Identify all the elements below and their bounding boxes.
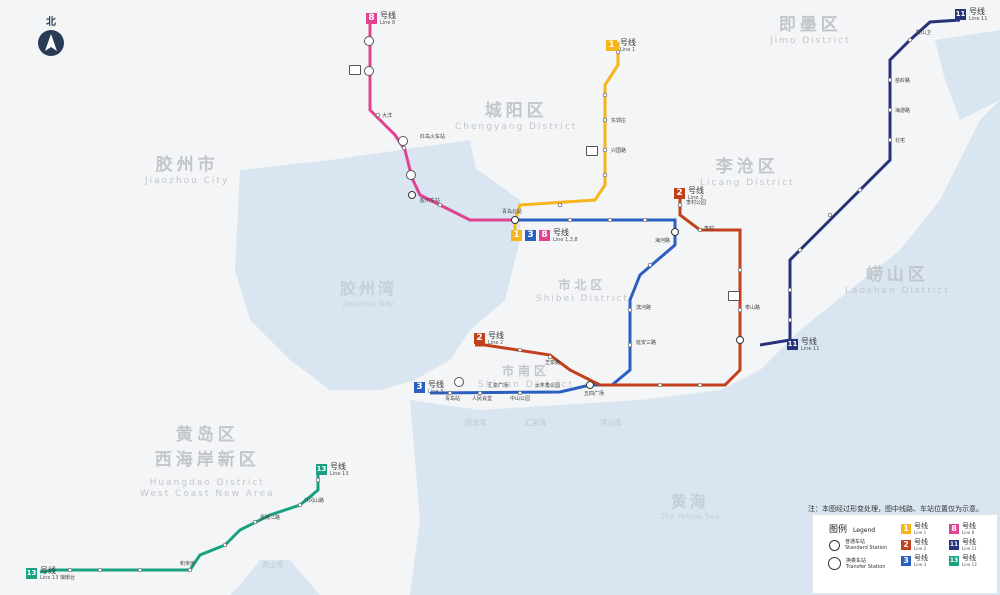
station-label: 东郭庄	[611, 118, 627, 124]
station-label: 井冈山路	[304, 498, 325, 504]
compass: 北	[38, 13, 64, 56]
station-label: 汇泉广场	[488, 383, 509, 389]
station-label: 滨河路	[636, 305, 652, 311]
depot-icon	[728, 291, 740, 301]
station-label: 中山公园	[510, 396, 531, 402]
north-arrow-icon	[38, 30, 64, 56]
station-label: 海河路	[655, 238, 671, 244]
railway-station-icon	[454, 377, 464, 387]
bay-label: 汇泉湾	[525, 419, 546, 427]
bay-label: 浮山湾	[600, 419, 621, 427]
railway-station-icon	[364, 66, 374, 76]
station-label: 人民会堂	[472, 396, 493, 402]
line13-track	[39, 472, 320, 574]
station-label: 青岛站	[445, 396, 461, 402]
station-label: 胶州东站	[420, 198, 441, 204]
station-label: 太平角公园	[535, 383, 561, 389]
transfer-station-icon	[828, 557, 841, 570]
line11-track	[759, 18, 961, 347]
station-label: 琅琊台	[60, 575, 76, 581]
district-huangdao: 黄岛区 西海岸新区 Huangdao District West Coast N…	[140, 425, 275, 499]
bay-inner-water	[400, 140, 480, 200]
railway-station-icon	[398, 136, 408, 146]
standard-station-icon	[829, 539, 840, 551]
station-label: 五四广场	[584, 391, 605, 397]
station-label: 芝泉路	[545, 360, 561, 366]
depot-icon	[586, 146, 598, 156]
station-label: 嘉陵江路	[260, 515, 281, 521]
station-label: 鳌山卫	[916, 30, 932, 36]
yellow-sea-water	[230, 100, 1000, 595]
map-disclaimer: 注：本图经过形变处理，图中线路、车站位置仅为示意。	[808, 505, 983, 513]
station-label: 李村公园	[686, 200, 707, 206]
station-label: 大洋	[382, 113, 393, 119]
railway-station-icon	[406, 170, 416, 180]
railway-station-icon	[364, 36, 374, 46]
station-label: 青岛北站	[502, 209, 523, 215]
station-label: 延安三路	[636, 340, 657, 346]
bay-label: 灵山湾	[262, 561, 283, 569]
station-label: 红岛火车站	[420, 134, 446, 140]
station-label: 积米崖	[180, 561, 196, 567]
station-label: 海游路	[895, 108, 911, 114]
compass-label: 北	[46, 17, 56, 28]
line1-track	[513, 42, 620, 235]
station-label: 枣山路	[745, 305, 761, 311]
bay-label: 团岛湾	[465, 419, 486, 427]
airport-icon	[349, 65, 361, 75]
station-label: 李村	[704, 226, 715, 232]
station-label: 苗岭路	[895, 78, 911, 84]
station-label: 兴国路	[611, 148, 627, 154]
coast-water-right	[935, 30, 1000, 120]
transfer-dots	[408, 191, 744, 389]
line2-track	[475, 195, 742, 387]
station-label: 北宅	[895, 138, 906, 144]
